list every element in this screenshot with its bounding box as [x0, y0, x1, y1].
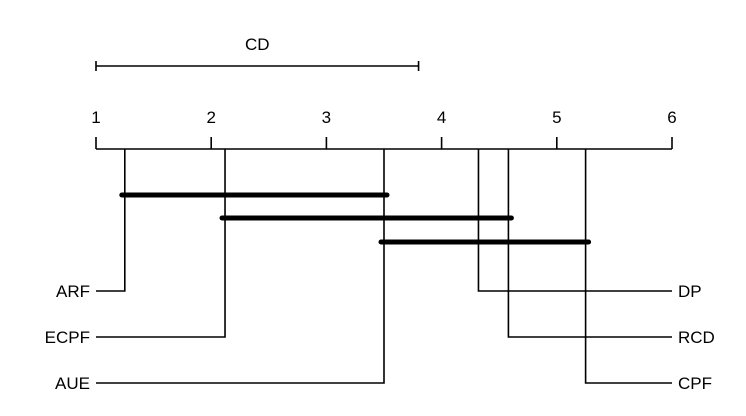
- tick-label: 6: [667, 108, 676, 127]
- method-connector-line: [477, 149, 672, 292]
- method-label: AUE: [55, 374, 90, 393]
- method-label: DP: [678, 282, 702, 301]
- clique-bars: [119, 192, 592, 245]
- method-ecpf: ECPF: [45, 149, 226, 347]
- cd-bar-group: CD: [95, 35, 420, 71]
- method-connector-line: [96, 149, 226, 338]
- method-rcd: RCD: [507, 149, 715, 347]
- method-label: RCD: [678, 328, 715, 347]
- cd-label: CD: [245, 35, 270, 54]
- method-connector-line: [507, 149, 672, 338]
- method-label: ARF: [56, 282, 90, 301]
- method-label: ECPF: [45, 328, 90, 347]
- method-label: CPF: [678, 374, 712, 393]
- method-connector-line: [584, 149, 672, 384]
- rank-axis: 1 2 3 4 5 6: [91, 108, 677, 150]
- method-cpf: CPF: [584, 149, 712, 393]
- tick-label: 3: [322, 108, 331, 127]
- method-connectors: ARF ECPF AUE DP RCD CPF: [45, 149, 715, 393]
- tick-label: 4: [437, 108, 446, 127]
- tick-label: 2: [206, 108, 215, 127]
- tick-label: 1: [91, 108, 100, 127]
- tick-label: 5: [552, 108, 561, 127]
- axis-ticks: 1 2 3 4 5 6: [91, 108, 677, 149]
- method-connector-line: [96, 149, 126, 292]
- method-dp: DP: [477, 149, 702, 301]
- method-arf: ARF: [56, 149, 126, 301]
- method-aue: AUE: [55, 149, 385, 393]
- method-connector-line: [96, 149, 385, 384]
